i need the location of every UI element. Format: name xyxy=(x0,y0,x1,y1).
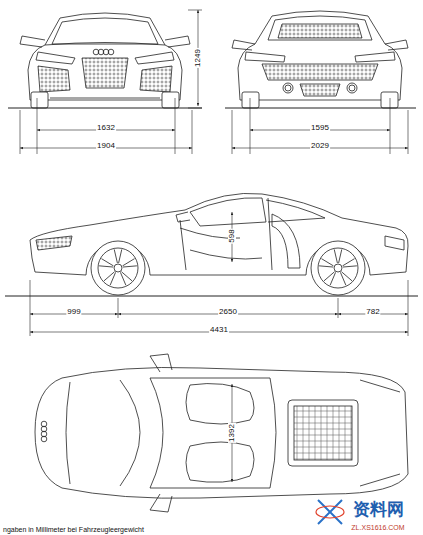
front-view xyxy=(8,13,202,108)
wheel-spoke xyxy=(340,272,352,286)
wheel-spoke xyxy=(104,272,116,286)
dimension-value: 782 xyxy=(365,308,380,316)
dimension-value: 1632 xyxy=(96,124,116,132)
dimension-value: 1595 xyxy=(310,124,330,132)
dimension-value: 1904 xyxy=(96,142,116,150)
footnote: ngaben in Millimeter bei Fahrzeugleergew… xyxy=(2,526,145,533)
dimension-value: 2029 xyxy=(310,142,330,150)
dimension-value: 1392 xyxy=(228,423,236,443)
wheel-spoke xyxy=(114,249,122,263)
dimension-value: 1249 xyxy=(194,48,202,68)
wheel-spoke xyxy=(334,249,342,263)
dimension-value: 999 xyxy=(66,308,81,316)
dimension-value: 598 xyxy=(228,228,236,243)
dimension-lines xyxy=(30,212,408,336)
watermark: 资料网 xyxy=(352,501,405,518)
wheels xyxy=(91,241,365,295)
watermark: ZL.XS1616.COM xyxy=(350,524,405,531)
dimension-lines xyxy=(20,10,408,154)
wheel-spoke xyxy=(120,272,132,286)
watermark-logo xyxy=(316,500,344,524)
rear-view xyxy=(225,11,416,108)
wheel-spoke xyxy=(123,259,137,267)
dimension-value: 2650 xyxy=(218,308,238,316)
top-view xyxy=(35,354,408,512)
side-view xyxy=(5,193,418,296)
wheel-spoke xyxy=(319,259,333,267)
wheel-spoke xyxy=(99,259,113,267)
dimension-value: 4431 xyxy=(209,326,229,334)
wheel-spoke xyxy=(343,259,357,267)
wheel-spoke xyxy=(324,272,336,286)
